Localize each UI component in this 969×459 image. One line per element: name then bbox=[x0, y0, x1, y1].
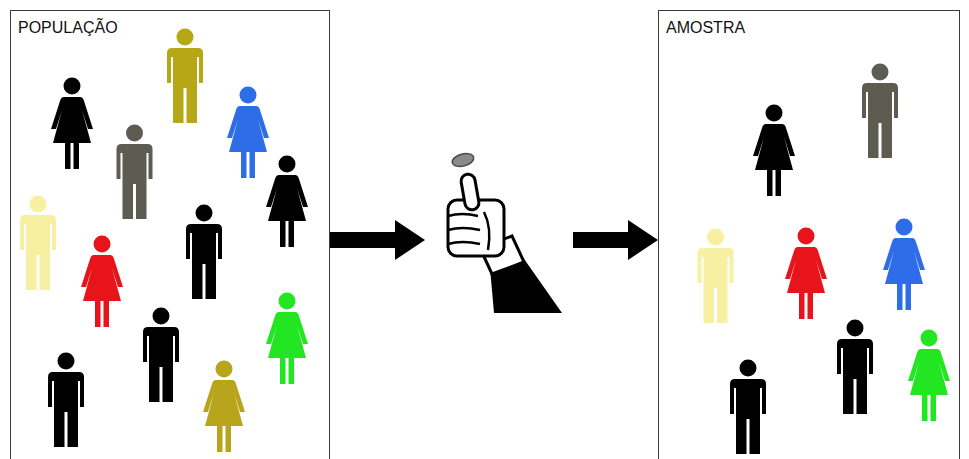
coin bbox=[451, 151, 475, 168]
sample-box: AMOSTRA bbox=[658, 10, 960, 459]
cuff bbox=[480, 236, 524, 274]
flow-arrow bbox=[330, 220, 658, 260]
thumb bbox=[460, 173, 480, 211]
sleeve bbox=[490, 256, 562, 313]
box-title: AMOSTRA bbox=[666, 19, 745, 37]
arrow-segment bbox=[330, 220, 425, 260]
box-title: POPULAÇÃO bbox=[18, 19, 118, 37]
arrow-segment bbox=[573, 220, 658, 260]
finger-lines bbox=[448, 212, 489, 250]
population-box: POPULAÇÃO bbox=[10, 10, 330, 459]
fist bbox=[448, 200, 504, 256]
